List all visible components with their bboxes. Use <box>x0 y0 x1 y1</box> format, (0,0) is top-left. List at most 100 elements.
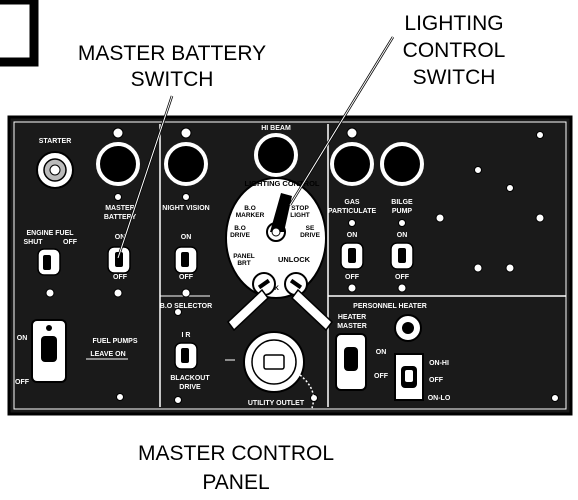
heater-master-on-label: ON <box>376 349 387 356</box>
unlock-label: UNLOCK <box>278 255 311 264</box>
fuel-pump-switch-pivot <box>46 325 52 331</box>
bilge-on-label: ON <box>397 232 408 239</box>
stop-light-label-1: STOP <box>291 205 309 212</box>
bo-selector-switch-lever <box>181 348 189 363</box>
screw-icon <box>474 264 482 272</box>
heater-master-label-1: HEATER <box>338 314 366 321</box>
bilge-pump-switch[interactable] <box>391 243 413 269</box>
utility-outlet-label: UTILITY OUTLET <box>248 400 305 407</box>
night-vision-switch[interactable] <box>175 247 197 273</box>
screw-icon <box>183 194 190 201</box>
hi-beam-indicator <box>256 135 296 175</box>
bo-marker-label-1: B.O <box>244 205 256 212</box>
se-drive-label-2: DRIVE <box>300 232 321 239</box>
bilge-label-2: PUMP <box>392 208 413 215</box>
stop-light-label-2: LIGHT <box>290 212 310 219</box>
gas-label-2: PARTICULATE <box>328 208 377 215</box>
heater-level-switch[interactable] <box>395 354 423 400</box>
screw-icon <box>46 289 54 297</box>
engine-fuel-off-label: OFF <box>63 239 78 246</box>
bo-selector-switch[interactable] <box>175 343 197 369</box>
panel-brt-label-2: BRT <box>237 260 250 267</box>
screw-icon <box>175 397 182 404</box>
master-battery-indicator <box>98 144 138 184</box>
engine-fuel-switch-lever <box>43 255 51 270</box>
screw-icon <box>552 395 559 402</box>
bilge-label-1: BILGE <box>391 199 413 206</box>
engine-fuel-shut-label: SHUT <box>23 239 43 246</box>
night-vision-label: NIGHT VISION <box>162 205 209 212</box>
fuel-pumps-label: FUEL PUMPS <box>93 338 138 345</box>
engine-fuel-switch[interactable] <box>38 249 60 275</box>
screw-icon <box>349 220 356 227</box>
starter-button-center <box>50 165 60 175</box>
ir-label: I R <box>182 332 191 339</box>
utility-outlet-cap-bar <box>264 355 284 369</box>
lighting-callout-line3: SWITCH <box>413 66 496 89</box>
se-drive-label-1: SE <box>306 225 315 232</box>
blackout-label-2: DRIVE <box>179 384 201 391</box>
screw-icon <box>436 214 444 222</box>
screw-icon <box>113 128 123 138</box>
gas-on-label: ON <box>347 232 358 239</box>
screw-icon <box>398 284 406 292</box>
bo-drive-label-1: B.O <box>234 225 246 232</box>
heater-master-switch[interactable] <box>336 334 366 390</box>
night-vision-indicator <box>166 144 206 184</box>
night-vision-on-label: ON <box>181 234 192 241</box>
lighting-callout-line1: LIGHTING <box>404 12 503 35</box>
lighting-callout-line2: CONTROL <box>403 39 506 62</box>
bilge-off-label: OFF <box>395 274 410 281</box>
master-battery-callout-line1: MASTER BATTERY <box>78 42 266 65</box>
lighting-switch-pivot <box>272 228 280 236</box>
gas-particulate-indicator <box>332 144 372 184</box>
fuel-pump-switch[interactable] <box>32 320 66 382</box>
screw-icon <box>182 289 190 297</box>
heater-master-switch-lever <box>344 347 358 371</box>
blackout-label-1: BLACKOUT <box>170 375 210 382</box>
engine-fuel-label: ENGINE FUEL <box>26 230 74 237</box>
night-vision-off-label: OFF <box>179 274 194 281</box>
screw-icon <box>347 128 357 138</box>
heater-master-label-2: MASTER <box>337 323 367 330</box>
screw-icon <box>348 284 356 292</box>
bilge-pump-switch-lever <box>398 248 406 263</box>
lighting-control-label: LIGHTING CONTROL <box>245 179 320 188</box>
screw-icon <box>117 394 124 401</box>
starter-label: STARTER <box>39 138 72 145</box>
heater-master-off-label: OFF <box>374 373 389 380</box>
gas-off-label: OFF <box>345 274 360 281</box>
bo-marker-label-2: MARKER <box>236 212 265 219</box>
bo-drive-label-2: DRIVE <box>230 232 251 239</box>
heater-on-hi-label: ON-HI <box>429 360 449 367</box>
screw-icon <box>507 185 514 192</box>
utility-outlet[interactable] <box>244 332 304 392</box>
panel-callout-line2: PANEL <box>202 471 269 494</box>
heater-on-lo-label: ON-LO <box>428 395 451 402</box>
fuel-pump-off-label: OFF <box>15 379 30 386</box>
panel-callout-line1: MASTER CONTROL <box>138 442 334 465</box>
master-label: MASTER <box>105 205 135 212</box>
gas-particulate-switch-lever <box>348 248 356 263</box>
screw-icon <box>536 214 544 222</box>
heater-level-switch-lever <box>405 370 413 382</box>
personnel-heater-label: PERSONNEL HEATER <box>353 303 427 310</box>
leave-on-label: LEAVE ON <box>90 351 125 358</box>
screw-icon <box>114 289 122 297</box>
gas-label-1: GAS <box>344 199 360 206</box>
heater-off-label: OFF <box>429 377 444 384</box>
hi-beam-label: HI BEAM <box>261 125 291 132</box>
fuel-pump-on-label: ON <box>17 335 28 342</box>
screw-icon <box>115 194 122 201</box>
screw-icon <box>537 132 544 139</box>
screw-icon <box>506 264 514 272</box>
bo-selector-label: B.O SELECTOR <box>160 303 212 310</box>
gas-particulate-switch[interactable] <box>341 243 363 269</box>
fuel-pump-switch-lever <box>41 336 57 362</box>
heater-indicator <box>395 315 421 341</box>
night-vision-switch-lever <box>181 252 189 267</box>
screw-icon <box>181 128 191 138</box>
page-corner-fragment <box>0 0 34 62</box>
master-battery-switch[interactable] <box>108 247 130 273</box>
bilge-pump-indicator <box>382 144 422 184</box>
